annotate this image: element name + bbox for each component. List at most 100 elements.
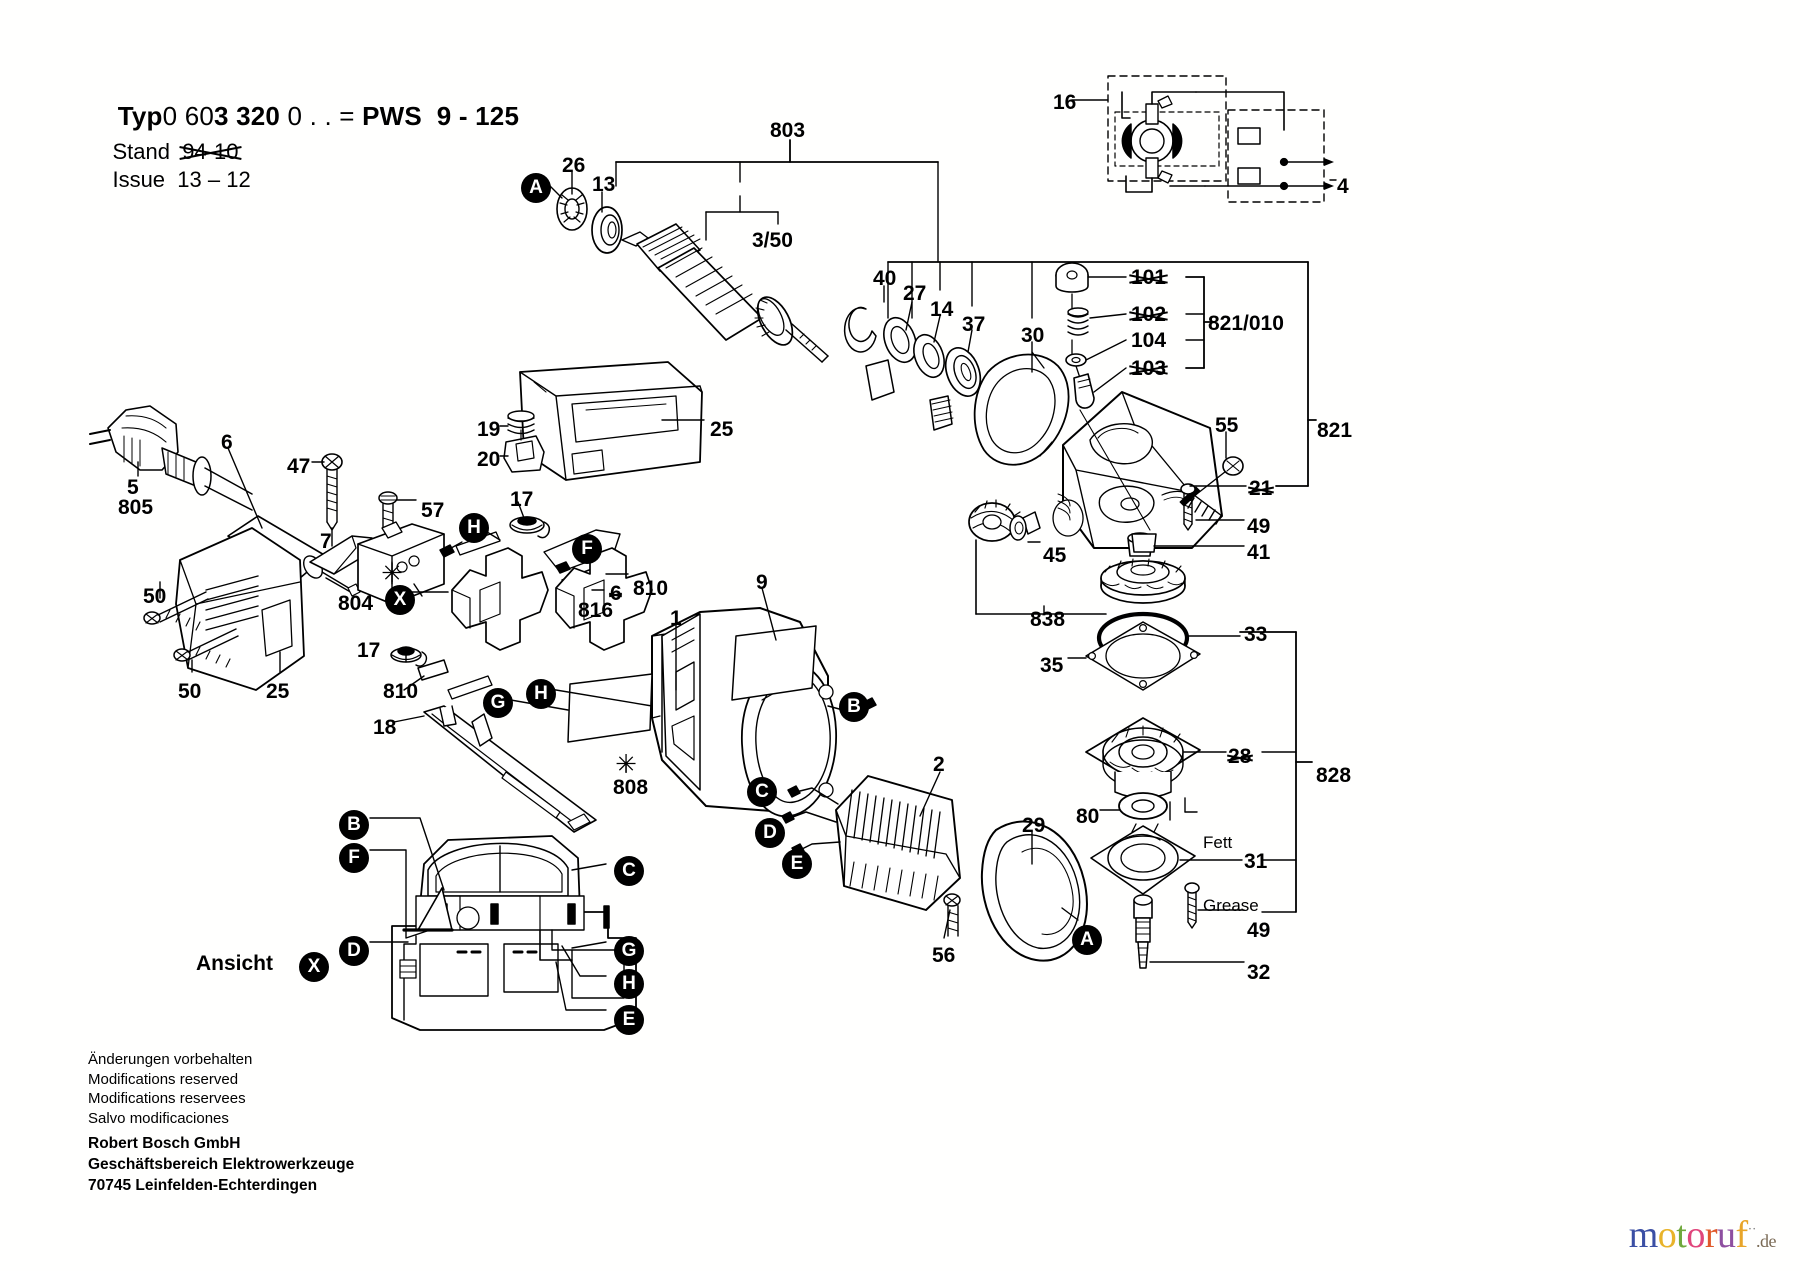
callout-6: 6 [610,582,622,605]
part-2-field-stator [781,697,961,911]
callout-57: 57 [421,499,445,522]
callout-27: 27 [903,282,927,305]
change-star-808: ✳ [615,750,637,780]
part-41-collar [1131,533,1157,553]
company-address: Robert Bosch GmbH Geschäftsbereich Elekt… [88,1135,355,1194]
part-25-handle-shell-lower [175,527,305,691]
callout-1: 1 [670,607,682,630]
schematic-box-16 [1107,75,1227,193]
callout-32: 32 [1247,961,1271,984]
modification-notice: Änderungen vorbehalten Modifications res… [88,1051,253,1127]
balloon-h-switch: H [459,513,489,543]
part-104-washer [1065,339,1087,367]
callout-102: 102 [1131,303,1167,326]
part-80-washer [1118,792,1168,820]
callout-810: 810 [383,680,419,703]
callout-80: 80 [1076,805,1100,828]
callout-30: 30 [1021,324,1045,347]
callout-14: 14 [930,298,954,321]
part-803-armature [621,223,829,363]
callout-5: 5 [127,476,139,499]
callout-20: 20 [477,448,501,471]
part-49-screw-upper [1180,483,1196,531]
callout-50: 50 [178,680,202,703]
callout-805: 805 [118,496,154,519]
part-13-bearing [591,206,623,254]
stand-label: Stand [112,139,170,164]
part-30-flange [973,351,1070,466]
watermark-motoruf: motoruf··.de [1628,1214,1777,1256]
balloon-h-view: H [614,969,644,999]
part-37-bearing [944,347,982,397]
callout-803: 803 [770,119,806,142]
typ-number-bold: 3 320 [214,101,281,131]
callout-47: 47 [287,455,311,478]
stand-row: Stand 94-10 [88,113,238,191]
callout-21: 21 [1249,477,1273,500]
callout-19: 19 [477,418,501,441]
part-57-screw [378,491,398,529]
callout-16: 16 [1053,91,1077,114]
part-103-pin [1073,365,1095,409]
part-33-oring [1096,611,1190,665]
grease-label: Fett Grease [1203,790,1259,958]
callout-17: 17 [510,488,534,511]
part-35-gasket [1085,621,1201,691]
typ-label: Typ [117,101,163,131]
balloon-c-field: C [747,777,777,807]
part-56-screw [943,893,961,937]
callout-816: 816 [578,599,614,622]
callout-3-50: 3/50 [752,229,793,252]
balloon-a-guard: A [1072,925,1102,955]
callout-101: 101 [1131,266,1167,289]
watermark-tld: .de [1756,1231,1777,1251]
part-18-rail [423,705,597,833]
typ-number-light: 0 60 [162,101,215,131]
part-27-washer [883,316,917,364]
callout-49: 49 [1247,515,1271,538]
callout-28: 28 [1228,745,1252,768]
balloon-f-view: F [339,843,369,873]
part-brush-blocks [865,359,954,431]
callout-2: 2 [933,753,945,776]
callout-103: 103 [1131,357,1167,380]
issue-row: Issue 13 – 12 [88,141,251,219]
balloon-b-field: B [839,692,869,722]
part-821-gear-housing [1052,391,1223,549]
callout-821: 821 [1317,419,1353,442]
callout-838: 838 [1030,608,1066,631]
callout-45: 45 [1043,544,1067,567]
grease-label-en: Grease [1203,896,1259,915]
typ-number-tail: 0 . . = [280,101,363,131]
callout-7: 7 [320,530,332,553]
part-17-cable-clip-upper [509,516,551,539]
part-102-spring [1067,293,1089,336]
part-838-ring-gear [1100,558,1186,604]
callout-26: 26 [562,154,586,177]
issue-label: Issue [112,167,166,192]
callout-808: 808 [613,776,649,799]
part-17-cable-clip-lower [390,646,428,667]
callout-41: 41 [1247,541,1271,564]
callout-55: 55 [1215,414,1239,437]
balloon-b-view: B [339,810,369,840]
balloon-f-lead: F [572,534,602,564]
issue-value: 13 – 12 [177,167,251,192]
part-808-label [567,673,653,743]
callout-56: 56 [932,944,956,967]
part-32-spindle [1133,894,1153,969]
callout-35: 35 [1040,654,1064,677]
callout-49: 49 [1247,919,1271,942]
part-50-screw-lower [173,628,239,668]
balloon-c-view: C [614,856,644,886]
callout-828: 828 [1316,764,1352,787]
part-26-bearing [556,187,588,231]
schematic-box-4 [1195,91,1334,203]
callout-37: 37 [962,313,986,336]
callout-9: 9 [756,571,768,594]
part-101-knob [1055,262,1089,293]
part-40-circlip [843,306,877,353]
view-label: Ansicht [196,952,274,975]
callout-31: 31 [1244,850,1268,873]
